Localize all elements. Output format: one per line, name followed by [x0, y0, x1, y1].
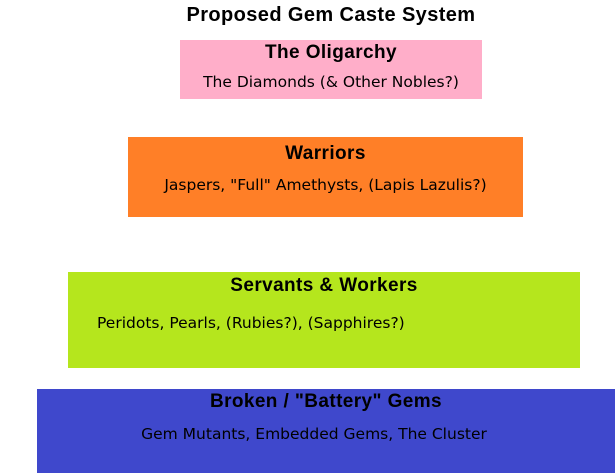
tier-oligarchy-name: The Oligarchy [265, 42, 397, 63]
tier-warriors-name: Warriors [285, 143, 366, 164]
tier-servants-workers: Servants & Workers Peridots, Pearls, (Ru… [68, 272, 580, 368]
tier-warriors: Warriors Jaspers, "Full" Amethysts, (Lap… [128, 137, 523, 217]
tier-broken-battery-gems: Broken / "Battery" Gems Gem Mutants, Emb… [37, 389, 615, 473]
tier-broken-battery-gems-name: Broken / "Battery" Gems [209, 391, 443, 412]
tier-warriors-members: Jaspers, "Full" Amethysts, (Lapis Lazuli… [164, 176, 487, 194]
tier-servants-workers-name: Servants & Workers [230, 275, 418, 296]
tier-oligarchy: The Oligarchy The Diamonds (& Other Nobl… [180, 40, 482, 99]
tier-servants-workers-members: Peridots, Pearls, (Rubies?), (Sapphires?… [97, 314, 405, 332]
page-title: Proposed Gem Caste System [186, 4, 476, 26]
tier-oligarchy-members: The Diamonds (& Other Nobles?) [203, 73, 459, 91]
tier-broken-battery-gems-members: Gem Mutants, Embedded Gems, The Cluster [141, 425, 487, 443]
